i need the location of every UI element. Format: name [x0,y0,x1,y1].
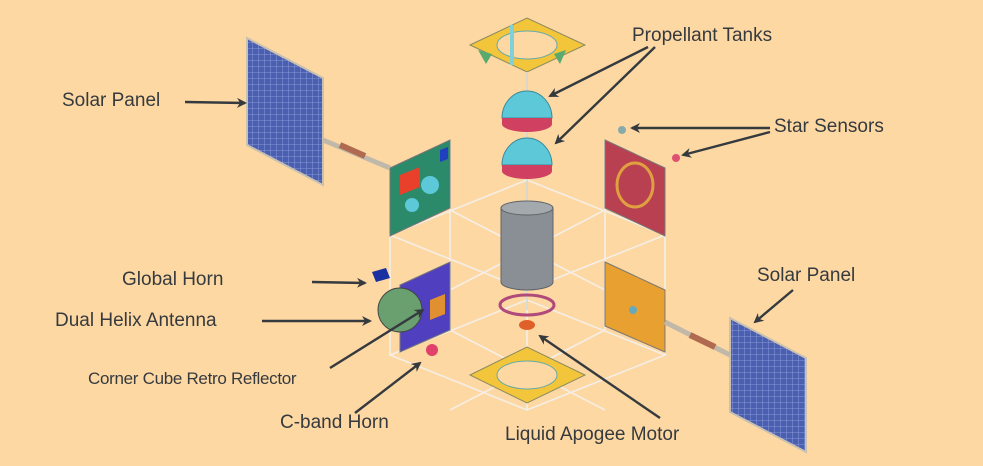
label-propellant-tanks: Propellant Tanks [632,25,773,46]
label-c-band-horn: C-band Horn [280,412,389,433]
equipment-panel-left-lower [372,261,451,356]
label-solar-panel-right: Solar Panel [757,265,856,286]
label-corner-cube-retro-reflector: Corner Cube Retro Reflector [88,369,297,388]
solar-panel-right [663,316,807,454]
label-solar-panel-left: Solar Panel [62,90,161,111]
solar-panel-left [246,36,391,187]
label-global-horn: Global Horn [122,269,224,290]
bottom-deck [468,346,587,404]
equipment-panel-left-upper [389,139,451,237]
central-cylinder [498,200,556,330]
annotation-arrows [184,45,794,419]
top-deck [468,17,587,73]
label-dual-helix-antenna: Dual Helix Antenna [55,310,217,331]
equipment-panel-right-upper [604,126,680,237]
propellant-tanks [501,72,553,310]
equipment-panel-right-lower [604,261,666,353]
label-star-sensors: Star Sensors [774,116,884,137]
label-liquid-apogee-motor: Liquid Apogee Motor [505,424,680,445]
